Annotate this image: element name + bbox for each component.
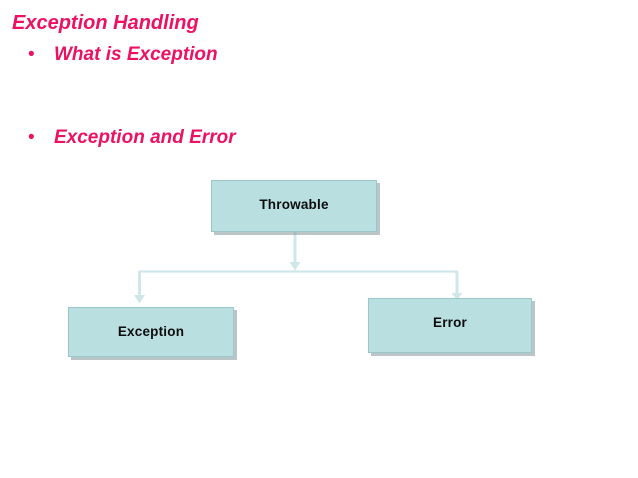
bullet-marker-icon: • bbox=[28, 127, 35, 148]
node-label: Exception bbox=[117, 324, 185, 340]
diagram-node-throwable[interactable]: Throwable bbox=[211, 180, 377, 232]
bullet-item-what-is-exception: • What is Exception bbox=[28, 44, 218, 66]
bullet-item-exception-and-error: • Exception and Error bbox=[28, 127, 236, 149]
bullet-marker-icon: • bbox=[28, 44, 35, 65]
node-label: Throwable bbox=[259, 197, 329, 213]
diagram-node-exception[interactable]: Exception bbox=[68, 307, 234, 357]
node-label: Error bbox=[432, 314, 467, 330]
bullet-label: What is Exception bbox=[54, 44, 218, 65]
diagram-node-error[interactable]: Error bbox=[368, 298, 532, 353]
page-title: Exception Handling bbox=[12, 12, 199, 34]
bullet-label: Exception and Error bbox=[54, 127, 236, 148]
